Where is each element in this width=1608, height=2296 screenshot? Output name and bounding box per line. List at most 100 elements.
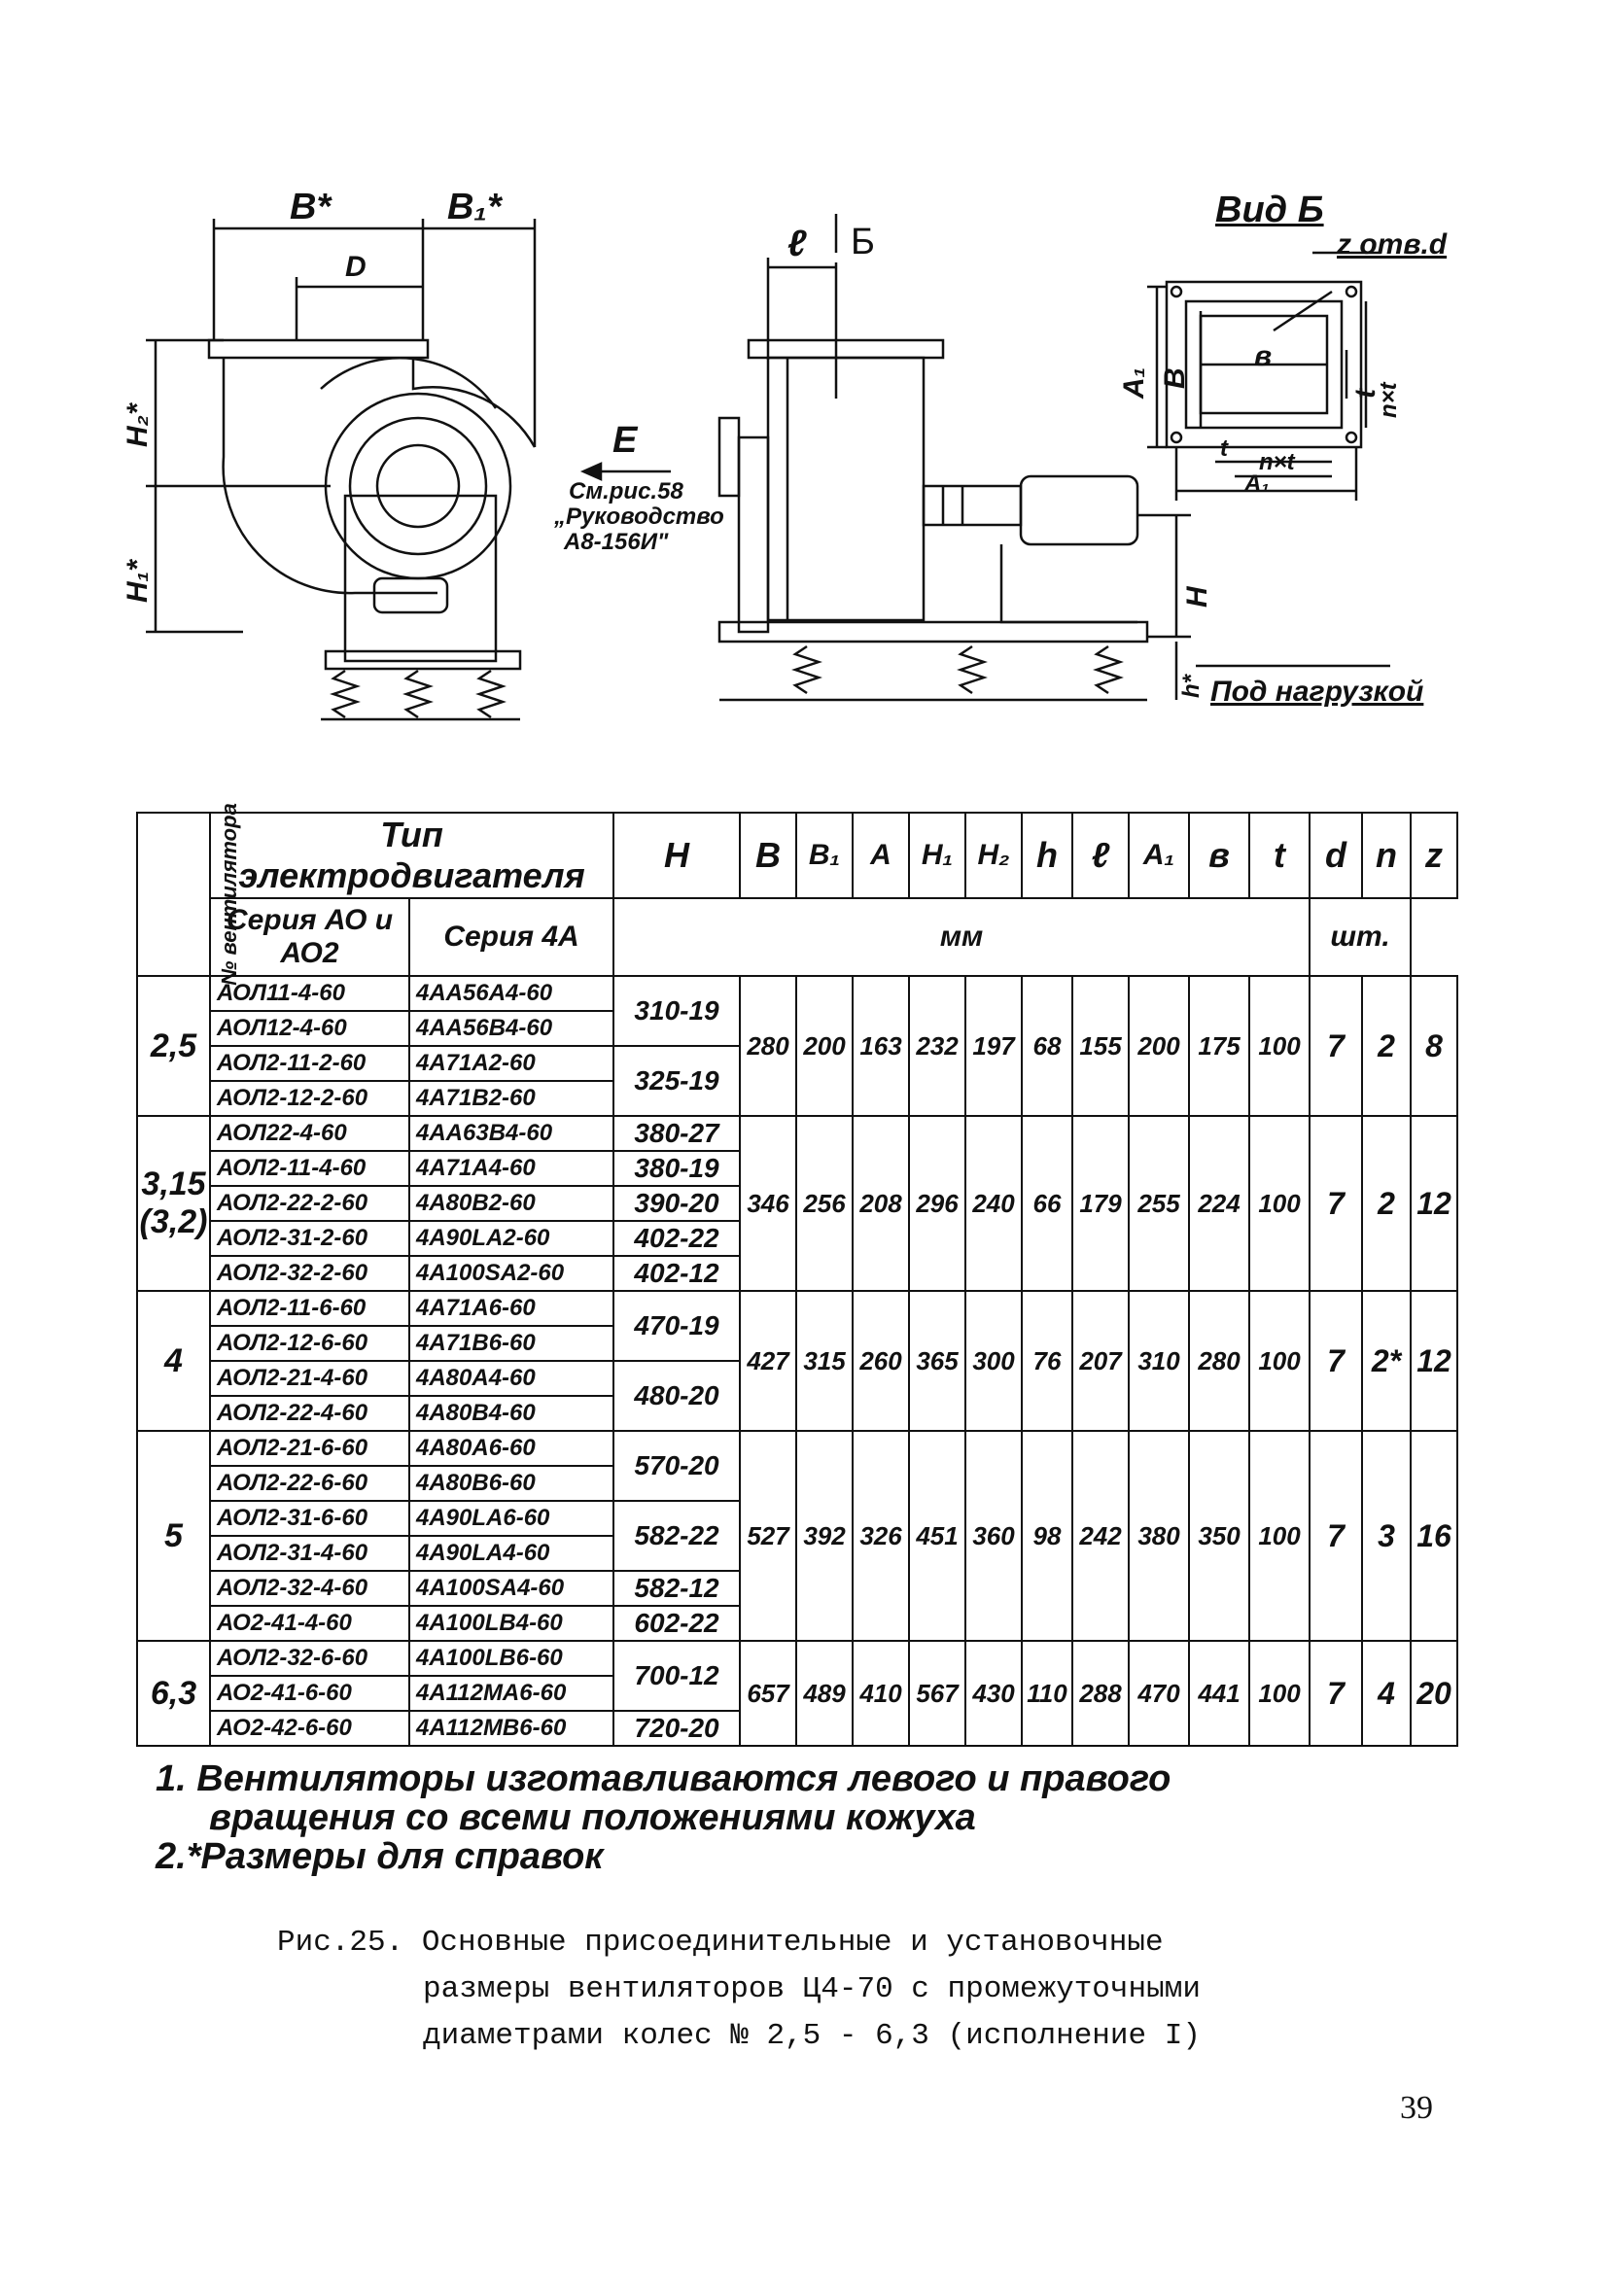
header-h2: H₂ [964,812,1024,899]
dim-l-cell: 288 [1071,1640,1131,1747]
dim-t-cell: 100 [1248,1290,1311,1432]
motor-4a-cell: 4АА63В4-60 [407,1115,615,1152]
motor-ao-cell: АОЛ2-31-6-60 [209,1500,410,1537]
motor-4a-cell: 4А80В4-60 [407,1395,615,1432]
header-a: A [852,812,911,899]
drawing-lines [146,214,1390,721]
dim-a-cell: 208 [852,1115,911,1292]
note-2: 2.*Размеры для справок [156,1836,604,1877]
dim-z-cell: 12 [1410,1290,1458,1432]
label-under-load: Под нагрузкой [1210,676,1424,708]
motor-4a-cell: 4А71А6-60 [407,1290,615,1327]
dim-a-cell: 163 [852,975,911,1117]
motor-4a-cell: 4А100SA2-60 [407,1255,615,1292]
dim-b-cell: 175 [1188,975,1251,1117]
label-b-small: в [1254,340,1273,372]
header-l: ℓ [1071,812,1131,899]
header-motor-type: Тип электродвигателя [208,812,615,899]
table-header-row-2: Серия АО и АО2 Серия 4А мм шт. [137,897,1457,977]
header-series-4a: Серия 4А [407,897,615,977]
ref-note-line2: „Руководство [554,504,724,530]
dim-h-cell: 66 [1021,1115,1074,1292]
motor-4a-cell: 4А71А4-60 [407,1150,615,1187]
dim-h-cell: 98 [1021,1430,1074,1642]
dim-a1-cell: 255 [1128,1115,1191,1292]
dim-n-cell: 2 [1361,975,1413,1117]
motor-ao-cell: АОЛ2-22-2-60 [209,1185,410,1222]
dim-h1-cell: 232 [908,975,967,1117]
h-value-cell: 720-20 [612,1710,742,1747]
dim-n-cell: 4 [1361,1640,1413,1747]
h-value-cell: 402-22 [612,1220,742,1257]
dim-a-cell: 326 [852,1430,911,1642]
motor-4a-cell: 4А112МВ6-60 [407,1710,615,1747]
label-b1-star: B₁* [447,187,502,227]
motor-4a-cell: 4А71А2-60 [407,1045,615,1082]
dim-a1-cell: 200 [1128,975,1191,1117]
motor-ao-cell: АОЛ11-4-60 [209,975,410,1012]
dim-z-cell: 8 [1410,975,1458,1117]
header-b-small: в [1188,812,1251,899]
dim-b1-cell: 392 [795,1430,855,1642]
dim-b-cell: 657 [739,1640,798,1747]
unit-mm: мм [612,897,1311,977]
motor-ao-cell: АОЛ2-11-6-60 [209,1290,410,1327]
motor-ao-cell: АОЛ2-32-4-60 [209,1570,410,1607]
table-header-row-1: № вентилятора Тип электродвигателя H B B… [136,803,1458,986]
header-h1: H₁ [908,812,967,899]
caption-line-2: размеры вентиляторов Ц4-70 с промежуточн… [423,1972,1201,2006]
dim-z-cell: 16 [1410,1430,1458,1642]
dim-h2-cell: 360 [964,1430,1024,1642]
dim-h-cell: 76 [1021,1290,1074,1432]
dim-n-cell: 3 [1361,1430,1413,1642]
dim-n-cell: 2 [1361,1115,1413,1292]
dim-b1-cell: 256 [795,1115,855,1292]
header-h-small: h [1021,812,1074,899]
figure-caption: Рис.25. Основные присоединительные и уст… [277,1920,1395,2060]
motor-ao-cell: АОЛ2-31-4-60 [209,1535,410,1572]
label-a1-bottom: A₁ [1244,470,1270,497]
dim-b-cell: 224 [1188,1115,1251,1292]
dim-a-cell: 410 [852,1640,911,1747]
dim-d-cell: 7 [1309,1640,1364,1747]
header-series-ao: Серия АО и АО2 [209,897,410,977]
h-value-cell: 700-12 [612,1640,742,1712]
motor-ao-cell: АОЛ2-22-4-60 [209,1395,410,1432]
motor-4a-cell: 4А90LA2-60 [407,1220,615,1257]
ref-note-line1: См.рис.58 [569,478,683,504]
motor-4a-cell: 4А112МА6-60 [407,1675,615,1712]
header-b1: B₁ [795,812,855,899]
dim-b1-cell: 200 [795,975,855,1117]
dim-z-cell: 12 [1410,1115,1458,1292]
technical-drawing: B* B₁* D H₂* H₁* E См.рис.58 „Руководств… [122,187,1487,739]
label-nxt-bottom: n×t [1259,449,1295,475]
label-h: H [1181,586,1213,608]
label-h2-star: H₂* [122,403,154,447]
dim-d-cell: 7 [1309,975,1364,1117]
header-b: B [739,812,798,899]
h-value-cell: 380-27 [612,1115,742,1152]
motor-4a-cell: 4А100LB4-60 [407,1605,615,1642]
header-h: H [612,812,742,899]
view-title: Вид Б [1215,190,1324,230]
motor-ao-cell: АО2-41-6-60 [209,1675,410,1712]
dim-h2-cell: 240 [964,1115,1024,1292]
dim-d-cell: 7 [1309,1430,1364,1642]
header-a1: A₁ [1128,812,1191,899]
fan-number-cell: 5 [136,1430,211,1642]
dim-b-cell: 346 [739,1115,798,1292]
header-d: d [1309,812,1364,899]
label-a1-vert: A₁ [1118,366,1150,399]
dim-b-cell: 280 [739,975,798,1117]
